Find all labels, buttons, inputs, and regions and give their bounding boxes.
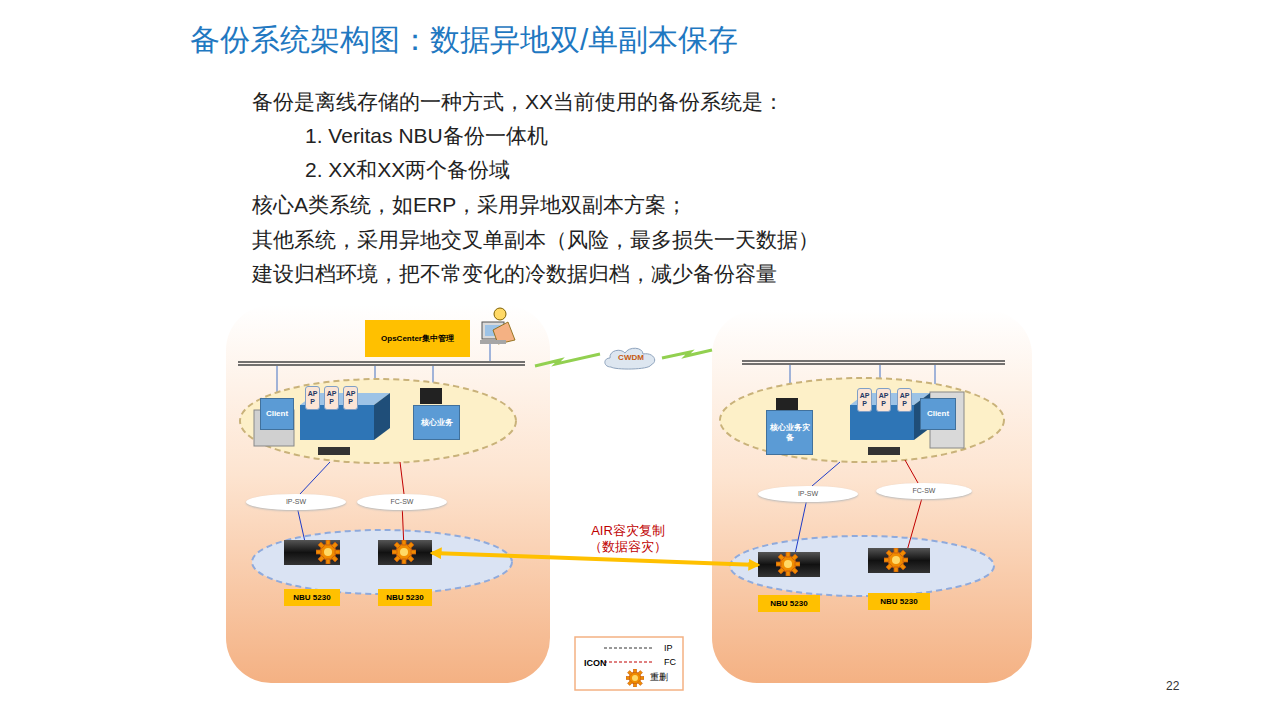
- node-text: APP: [859, 392, 870, 408]
- node-text: NBU 5230: [868, 593, 930, 610]
- legend-heading: ICON: [584, 658, 607, 668]
- node-text: NBU 5230: [378, 589, 432, 606]
- node-text: Client: [927, 409, 949, 418]
- node-text: APP: [326, 390, 337, 406]
- body-text: 核心A类系统，如ERP，采用异地双副本方案；: [252, 191, 687, 219]
- connector: [298, 510, 305, 540]
- node-text: FC-SW: [913, 487, 936, 495]
- node-text: APP: [345, 390, 356, 406]
- app-icon: APP: [305, 386, 320, 410]
- node-text: Client: [266, 409, 288, 418]
- app-icon: APP: [857, 388, 872, 412]
- node-text: IP-SW: [286, 498, 306, 506]
- switch-ellipse: IP-SW: [246, 494, 346, 510]
- backup-appliance: NBU 5230: [284, 540, 340, 606]
- connector: [432, 553, 758, 565]
- switch-ellipse: FC-SW: [876, 483, 972, 499]
- legend-text: 重删: [650, 671, 668, 684]
- backup-appliance: NBU 5230: [868, 548, 930, 610]
- body-text: 其他系统，采用异地交叉单副本（风险，最多损失一天数据）: [252, 226, 819, 254]
- network-cloud: CWDM: [601, 345, 661, 370]
- node-text: APP: [878, 392, 889, 408]
- node-text: IP-SW: [798, 490, 818, 498]
- node-text: NBU 5230: [758, 595, 820, 612]
- edge-label: AIR容灾复制 （数据容灾）: [586, 523, 670, 554]
- app-icon: APP: [324, 386, 339, 410]
- node-text: 核心业务: [421, 418, 453, 427]
- node-text: 核心业务灾备: [769, 423, 810, 441]
- body-text: 2. XX和XX两个备份域: [305, 156, 510, 184]
- client-box: Client: [920, 398, 956, 430]
- node-text: CWDM: [618, 353, 644, 362]
- connector: [795, 502, 806, 552]
- switch-ellipse: FC-SW: [357, 494, 447, 510]
- node-text: NBU 5230: [284, 589, 340, 606]
- dr-service-box: 核心业务灾备: [766, 410, 813, 455]
- node-text: APP: [899, 392, 910, 408]
- core-service-box: 核心业务: [413, 405, 460, 440]
- legend-text: FC: [664, 657, 676, 667]
- connector: [908, 499, 922, 548]
- slide-title: 备份系统架构图：数据异地双/单副本保存: [190, 20, 738, 61]
- app-icon: APP: [876, 388, 891, 412]
- body-text: 建设归档环境，把不常变化的冷数据归档，减少备份容量: [252, 260, 777, 288]
- backup-appliance: NBU 5230: [378, 540, 432, 606]
- node-text: FC-SW: [391, 498, 414, 506]
- app-icon: APP: [343, 386, 358, 410]
- switch-ellipse: IP-SW: [758, 486, 858, 502]
- backup-appliance: NBU 5230: [758, 552, 820, 612]
- client-box: Client: [260, 398, 294, 430]
- node-text: OpsCenter集中管理: [381, 334, 454, 343]
- legend-text: IP: [664, 643, 673, 653]
- body-text: 备份是离线存储的一种方式，XX当前使用的备份系统是：: [252, 88, 784, 116]
- management-box: OpsCenter集中管理: [365, 320, 470, 357]
- node-text: APP: [307, 390, 318, 406]
- body-text: 1. Veritas NBU备份一体机: [305, 122, 548, 150]
- page-number: 22: [1166, 679, 1179, 693]
- app-icon: APP: [897, 388, 912, 412]
- connector: [402, 510, 403, 540]
